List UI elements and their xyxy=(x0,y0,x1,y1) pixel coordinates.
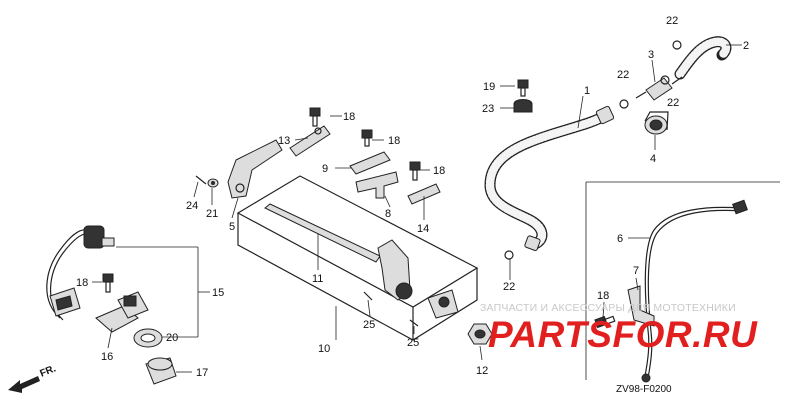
callout-3: 3 xyxy=(648,49,654,61)
bracket-13 xyxy=(289,125,331,157)
right-frame xyxy=(585,181,780,380)
switch-wiring xyxy=(46,225,115,321)
bolt-18-left xyxy=(102,273,114,293)
callout-25-b: 25 xyxy=(407,337,419,349)
callout-17: 17 xyxy=(196,367,208,379)
watermark-brand: PARTSFOR.RU xyxy=(488,314,758,355)
clamp-23 xyxy=(513,99,533,113)
bolt-24-washer-21 xyxy=(195,175,219,188)
callout-18-a: 18 xyxy=(343,111,355,123)
upper-hose xyxy=(674,36,732,80)
fuel-hose xyxy=(484,105,615,251)
callout-6: 6 xyxy=(617,233,623,245)
bolt-18-top xyxy=(309,107,421,181)
callout-13: 13 xyxy=(278,135,290,147)
bolt-18-right xyxy=(594,315,616,329)
callout-22-b: 22 xyxy=(617,69,629,81)
callout-10: 10 xyxy=(318,343,330,355)
leader-lines xyxy=(92,44,742,373)
bracket-16 xyxy=(95,291,149,333)
fuel-valve xyxy=(644,111,669,135)
callout-18-b: 18 xyxy=(388,135,400,147)
watermark-tagline: ЗАПЧАСТИ И АКСЕССУАРЫ ДЛЯ МОТОТЕХНИКИ xyxy=(480,302,736,314)
callout-18-d: 18 xyxy=(76,277,88,289)
lever-5 xyxy=(227,139,283,199)
callout-11: 11 xyxy=(312,273,323,285)
control-rod xyxy=(264,203,381,263)
bolt-19 xyxy=(517,79,529,97)
callout-19: 19 xyxy=(483,81,495,93)
hose-clips xyxy=(504,40,682,260)
callout-9: 9 xyxy=(322,163,328,175)
bracket-7 xyxy=(627,285,655,327)
callout-12: 12 xyxy=(476,365,488,377)
callout-8: 8 xyxy=(385,208,391,220)
callout-5: 5 xyxy=(229,221,235,233)
callout-20: 20 xyxy=(166,332,178,344)
callout-14: 14 xyxy=(417,223,429,235)
grommet-20 xyxy=(133,328,163,348)
front-arrow-icon xyxy=(8,376,40,393)
plate-14 xyxy=(407,183,441,205)
plate-9 xyxy=(349,151,391,175)
callout-22-c: 22 xyxy=(667,97,679,109)
cap-17 xyxy=(145,357,177,385)
diagram-code: ZV98-F0200 xyxy=(616,384,672,395)
callout-22-a: 22 xyxy=(666,15,678,27)
callout-1: 1 xyxy=(584,85,590,97)
callout-24: 24 xyxy=(186,200,198,212)
callout-15: 15 xyxy=(212,287,224,299)
nut-12 xyxy=(467,323,493,345)
callout-7: 7 xyxy=(633,265,639,277)
callout-16: 16 xyxy=(101,351,113,363)
callout-18-c: 18 xyxy=(433,165,445,177)
callout-4: 4 xyxy=(650,153,656,165)
bracket-8 xyxy=(355,171,399,199)
callout-22-d: 22 xyxy=(503,281,515,293)
callout-labels: 1 2 3 4 5 6 7 8 9 10 11 12 13 14 15 16 1… xyxy=(76,15,749,379)
lever-assembly xyxy=(377,239,459,319)
callout-25-a: 25 xyxy=(363,319,375,331)
control-rod-box xyxy=(236,175,479,341)
callout-23: 23 xyxy=(482,103,494,115)
cable-6 xyxy=(641,199,748,383)
callout-18-e: 18 xyxy=(597,290,609,302)
pins-25 xyxy=(363,291,419,327)
callout-2: 2 xyxy=(743,40,749,52)
callout-21: 21 xyxy=(206,208,218,220)
